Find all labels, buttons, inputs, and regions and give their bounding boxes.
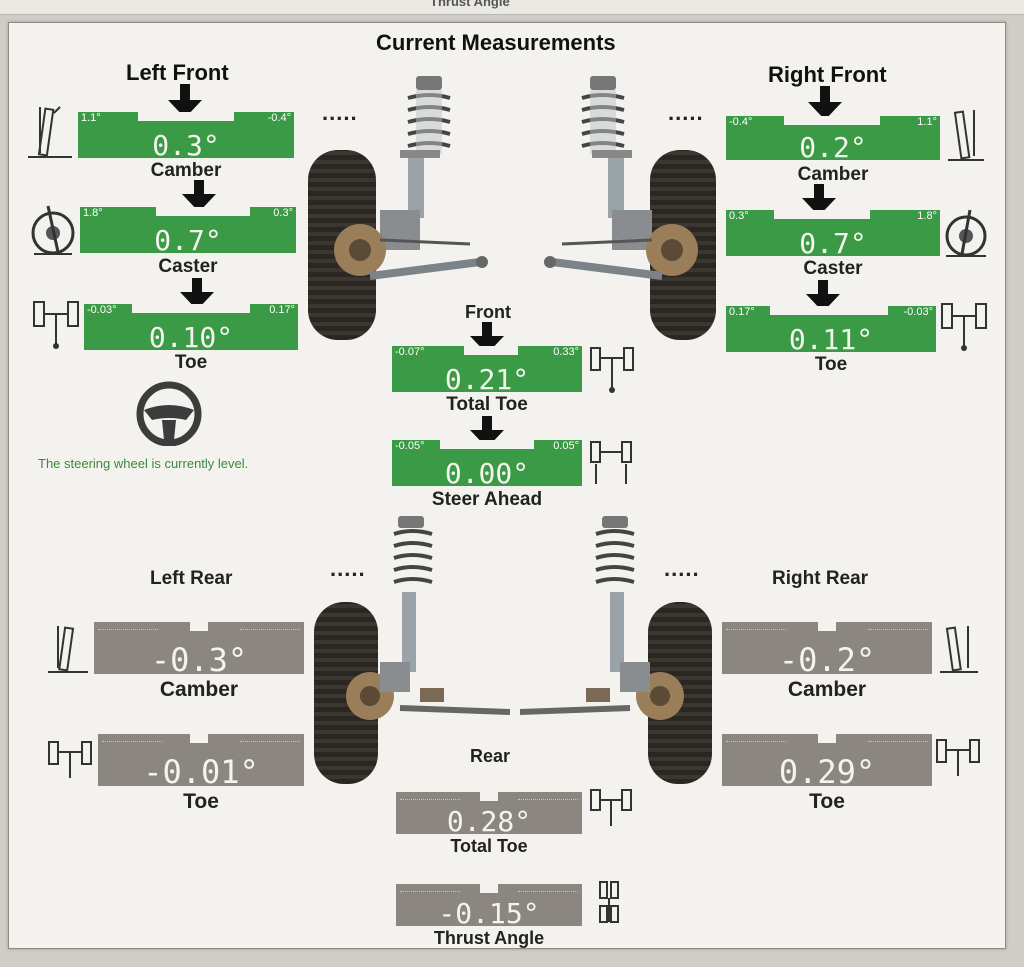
left-front-toe-max: 0.17° [269, 304, 295, 316]
steer-ahead-value: 0.00° [444, 457, 530, 487]
rear-total-toe-gauge: 0.28° [396, 792, 582, 834]
left-rear-strut-illustration [346, 516, 511, 720]
steer-ahead-label: Steer Ahead [431, 489, 543, 510]
right-front-caster-min: 0.3° [729, 210, 749, 222]
left-front-camber-min: 1.1° [81, 112, 101, 124]
right-rear-toe-gauge: 0.29° [722, 734, 932, 786]
right-front-strut-illustration [544, 76, 698, 280]
left-front-camber-label: Camber [150, 160, 222, 181]
rear-label: Rear [469, 746, 511, 766]
right-front-toe-max: -0.03° [903, 306, 933, 318]
front-total-toe-min: -0.07° [395, 346, 425, 358]
left-front-camber-max: -0.4° [267, 112, 291, 124]
right-rear-camber-value: -0.2° [778, 641, 876, 674]
steering-message: The steering wheel is currently level. [38, 456, 249, 471]
steer-ahead-max: 0.05° [553, 440, 579, 452]
right-front-heading: Right Front [768, 62, 887, 87]
toe-icon [936, 739, 980, 776]
right-front-toe-label: Toe [814, 354, 848, 375]
left-front-toe-min: -0.03° [87, 304, 117, 316]
thrust-angle-label: Thrust Angle [433, 928, 545, 948]
rear-total-toe-value: 0.28° [446, 805, 532, 835]
left-front-strut-illustration [334, 76, 488, 280]
rear-total-toe-label: Total Toe [450, 836, 528, 856]
steering-wheel-icon [136, 381, 202, 446]
thrust-angle-value: -0.15° [438, 897, 540, 927]
front-label: Front [465, 302, 511, 322]
right-front-caster-max: 1.8° [917, 210, 937, 222]
right-rear-toe-value: 0.29° [778, 753, 876, 786]
top-strip-label: Thrust Angle [430, 0, 510, 9]
right-front-camber-value: 0.2° [799, 131, 867, 161]
left-front-caster-label: Caster [158, 256, 218, 277]
left-front-camber-value: 0.3° [152, 129, 220, 159]
left-front-toe-gauge: -0.03° 0.17° 0.10° [84, 304, 298, 350]
toe-icon [33, 301, 79, 349]
left-rear-toe-gauge: -0.01° [98, 734, 304, 786]
left-rear-camber-label: Camber [159, 678, 239, 701]
total-toe-icon [590, 347, 634, 393]
right-rear-heading: Right Rear [772, 568, 869, 589]
right-rear-camber-label: Camber [787, 678, 867, 701]
left-front-caster-gauge: 1.8° 0.3° 0.7° [80, 207, 296, 253]
left-rear-camber-gauge: -0.3° [94, 622, 304, 674]
left-rear-toe-value: -0.01° [143, 753, 259, 786]
left-rear-ellipsis: ..... [330, 556, 366, 581]
right-front-toe-value: 0.11° [788, 323, 874, 353]
right-front-caster-value: 0.7° [799, 227, 867, 257]
left-rear-heading: Left Rear [150, 568, 233, 589]
toe-icon [48, 741, 92, 778]
left-front-toe-value: 0.10° [148, 321, 234, 351]
left-rear-toe-label: Toe [183, 790, 219, 813]
right-front-caster-label: Caster [803, 258, 863, 279]
right-front-camber-label: Camber [797, 164, 869, 185]
left-front-heading: Left Front [126, 60, 229, 85]
right-front-toe-gauge: 0.17° -0.03° 0.11° [726, 306, 936, 352]
front-total-toe-label: Total Toe [446, 394, 528, 415]
caster-icon [31, 205, 75, 255]
right-front-camber-max: 1.1° [917, 116, 937, 128]
right-rear-camber-gauge: -0.2° [722, 622, 932, 674]
toe-icon [941, 303, 987, 351]
right-rear-ellipsis: ..... [664, 556, 700, 581]
camber-icon [48, 626, 88, 673]
page-title: Current Measurements [376, 30, 616, 55]
top-strip: Thrust Angle [0, 0, 1024, 15]
left-front-toe-label: Toe [174, 352, 208, 373]
thrust-angle-icon [599, 881, 619, 923]
caster-icon [945, 209, 987, 257]
camber-icon [948, 110, 984, 161]
left-rear-camber-value: -0.3° [150, 641, 248, 674]
thrust-angle-gauge: -0.15° [396, 884, 582, 926]
right-front-camber-gauge: -0.4° 1.1° 0.2° [726, 116, 940, 160]
right-front-camber-min: -0.4° [729, 116, 753, 128]
left-front-ellipsis: ..... [322, 100, 358, 125]
camber-icon [940, 626, 978, 673]
right-rear-strut-illustration [519, 516, 684, 720]
right-front-caster-gauge: 0.3° 1.8° 0.7° [726, 210, 940, 256]
left-front-caster-min: 1.8° [83, 207, 103, 219]
right-front-ellipsis: ..... [668, 100, 704, 125]
camber-icon [28, 106, 72, 158]
right-front-toe-min: 0.17° [729, 306, 755, 318]
front-total-toe-max: 0.33° [553, 346, 579, 358]
front-total-toe-value: 0.21° [444, 363, 530, 393]
front-total-toe-gauge: -0.07° 0.33° 0.21° [392, 346, 582, 392]
steer-ahead-icon [590, 441, 632, 484]
steer-ahead-gauge: -0.05° 0.05° 0.00° [392, 440, 582, 486]
left-front-caster-value: 0.7° [154, 224, 222, 254]
right-rear-toe-label: Toe [809, 790, 845, 813]
steer-ahead-min: -0.05° [395, 440, 425, 452]
left-front-caster-max: 0.3° [273, 207, 293, 219]
total-toe-icon [590, 789, 632, 826]
left-front-camber-gauge: 1.1° -0.4° 0.3° [78, 112, 294, 158]
